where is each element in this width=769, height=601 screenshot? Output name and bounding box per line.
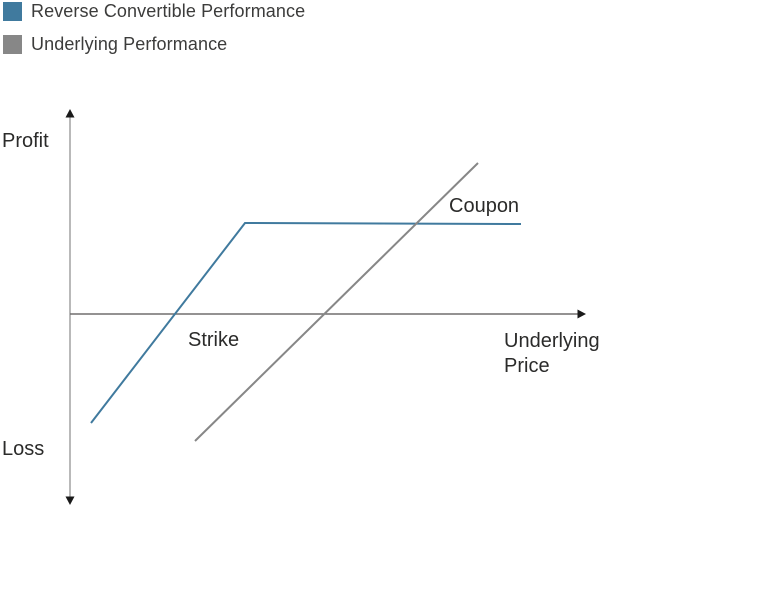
- legend-item-underlying: Underlying Performance: [3, 34, 305, 54]
- series-line-underlying: [194, 162, 479, 442]
- series-line-reverse-convertible: [90, 221, 522, 424]
- legend-item-reverse-convertible: Reverse Convertible Performance: [3, 1, 306, 21]
- legend-label-underlying: Underlying Performance: [31, 34, 228, 54]
- y-axis-bottom-arrow-icon: [65, 496, 75, 505]
- coupon-annotation: Coupon: [449, 195, 520, 217]
- y-axis-label-profit: Profit: [2, 130, 49, 152]
- x-axis-label-underlying-price: Underlying Price: [504, 330, 600, 377]
- x-axis-right-arrow-icon: [577, 309, 586, 319]
- y-axis-label-loss: Loss: [2, 438, 45, 460]
- legend-swatch-reverse-convertible: [3, 2, 22, 21]
- y-axis-top-arrow-icon: [65, 109, 75, 118]
- legend: Reverse Convertible Performance Underlyi…: [3, 1, 306, 68]
- legend-swatch-underlying: [3, 35, 22, 54]
- legend-label-reverse-convertible: Reverse Convertible Performance: [31, 1, 306, 21]
- strike-annotation: Strike: [188, 329, 240, 351]
